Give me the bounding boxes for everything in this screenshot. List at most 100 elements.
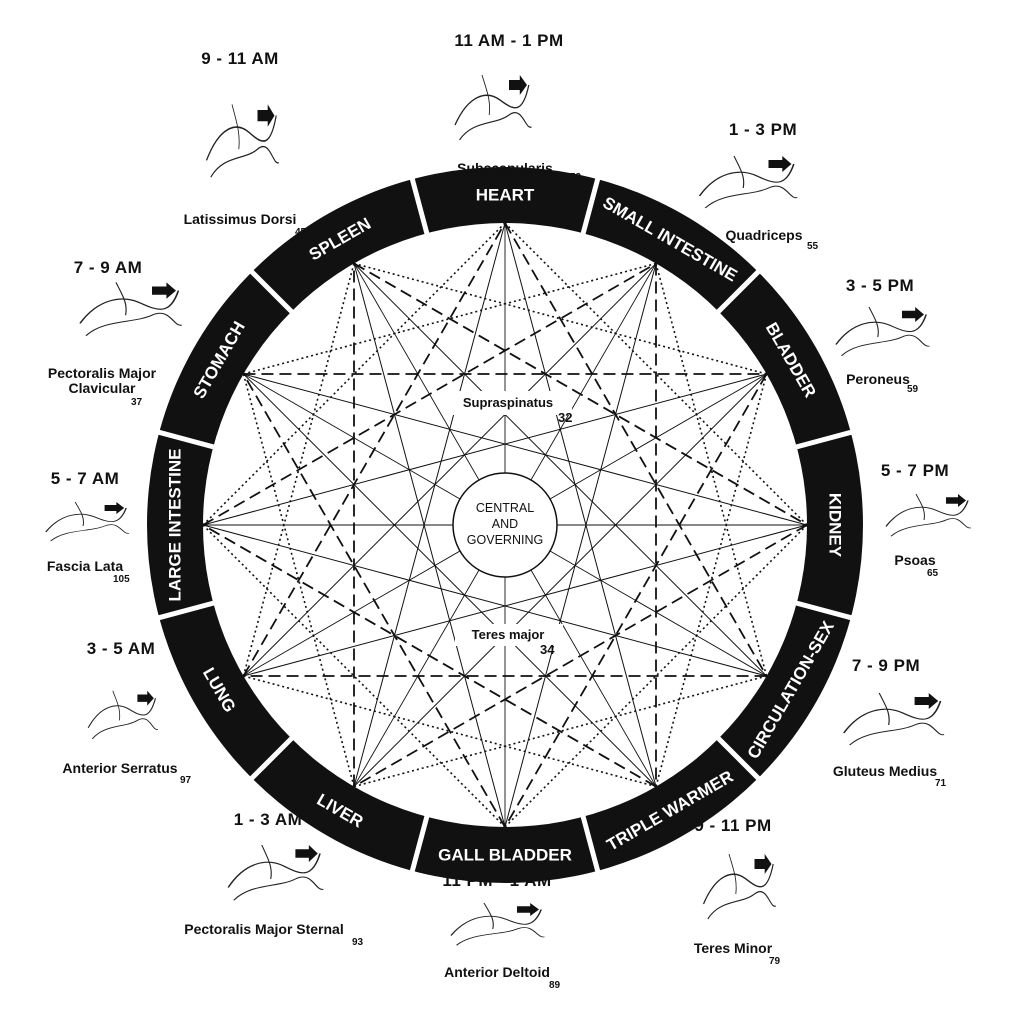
muscle-test-figure <box>36 490 134 550</box>
segment-gall-bladder: GALL BLADDER <box>438 846 572 865</box>
time-range-label: 7 - 9 AM <box>73 258 143 277</box>
dotted-line <box>243 675 657 788</box>
muscle-test-figure <box>217 828 329 913</box>
inner-top-number: 32 <box>558 410 572 425</box>
time-range-label: 3 - 5 PM <box>845 276 915 295</box>
dotted-line <box>655 263 768 677</box>
muscle-test-figure <box>876 481 976 546</box>
muscle-number-label: 105 <box>113 574 130 585</box>
muscle-number-label: 37 <box>131 397 143 408</box>
solid-star-line <box>202 524 767 677</box>
muscle-name-label: Gluteus Medius <box>832 763 938 779</box>
muscle-test-figure <box>825 292 935 367</box>
dotted-line <box>655 373 768 787</box>
solid-star-line <box>353 373 767 787</box>
inner-top-muscle: Supraspinatus <box>463 395 553 410</box>
dotted-line <box>202 222 506 526</box>
segment-divider <box>715 735 762 782</box>
time-range-label: 9 - 11 PM <box>694 816 772 835</box>
segment-large-intestine: LARGE INTESTINE <box>166 448 185 601</box>
time-range-label: 1 - 3 AM <box>233 810 303 829</box>
muscle-number-label: 53 <box>570 172 582 183</box>
time-range-label: 9 - 11 AM <box>201 49 279 68</box>
solid-star-line <box>353 222 506 787</box>
dashed-line <box>353 262 808 526</box>
muscle-test-figure <box>446 55 536 155</box>
segment-divider <box>580 176 601 236</box>
solid-star-line <box>243 373 808 526</box>
muscle-name-label: Latissimus Dorsi <box>183 211 297 227</box>
segment-divider <box>715 268 762 315</box>
solid-star-line <box>504 263 657 828</box>
solid-star-line <box>243 373 657 787</box>
muscle-test-figure <box>832 677 950 757</box>
time-range-label: 3 - 5 AM <box>86 639 156 658</box>
dotted-line <box>353 675 767 788</box>
dashed-line <box>242 373 506 828</box>
solid-star-line <box>243 524 808 677</box>
time-range-label: 7 - 9 PM <box>851 656 921 675</box>
muscle-number-label: 89 <box>549 980 561 991</box>
muscle-test-figure <box>695 834 780 934</box>
muscle-test-figure <box>440 890 550 955</box>
inner-bottom-number: 34 <box>540 642 555 657</box>
center-label-line-3: GOVERNING <box>467 533 543 547</box>
dotted-line <box>242 373 355 787</box>
time-range-label: 5 - 7 AM <box>50 469 120 488</box>
muscle-test-figure <box>198 82 283 194</box>
muscle-name-label: Fascia Lata <box>46 558 124 574</box>
muscle-test-figure <box>688 140 803 220</box>
dotted-line <box>242 263 355 677</box>
muscle-number-label: 55 <box>807 241 819 252</box>
center-label-line-2: AND <box>492 517 518 531</box>
solid-star-line <box>504 222 657 787</box>
central-circle <box>452 472 558 578</box>
solid-star-line <box>243 263 657 677</box>
muscle-test-figure <box>80 676 162 750</box>
dotted-line <box>353 262 767 375</box>
segment-divider <box>156 429 216 450</box>
time-range-label: 1 - 3 PM <box>728 120 798 139</box>
muscle-number-label: 71 <box>935 778 947 789</box>
muscle-name-label: Peroneus <box>846 371 910 387</box>
muscle-name-label: Subscapularis <box>457 160 553 176</box>
muscle-name-label: Quadriceps <box>725 227 803 243</box>
muscle-name-label: Teres Minor <box>693 940 773 956</box>
muscle-number-label: 45 <box>295 227 307 238</box>
segment-divider <box>156 600 216 621</box>
muscle-number-label: 97 <box>180 775 192 786</box>
muscle-number-label: 79 <box>769 956 781 967</box>
dashed-line <box>242 222 506 677</box>
segment-kidney: KIDNEY <box>826 493 845 558</box>
muscle-name-label: Psoas <box>894 552 936 568</box>
dotted-line <box>202 524 506 828</box>
time-range-label: 11 AM - 1 PM <box>454 31 564 50</box>
time-range-label: 5 - 7 PM <box>880 461 950 480</box>
dotted-line <box>504 222 808 526</box>
muscle-name-label: Pectoralis Major Clavicular <box>47 365 157 396</box>
solid-star-line <box>353 263 506 828</box>
center-label-line-1: CENTRAL <box>476 501 534 515</box>
muscle-number-label: 59 <box>907 384 919 395</box>
segment-divider <box>794 600 854 621</box>
muscle-test-figure <box>68 266 188 348</box>
segment-heart: HEART <box>476 186 535 205</box>
solid-star-line <box>202 373 767 526</box>
segment-divider <box>409 814 430 874</box>
solid-star-line <box>353 263 767 677</box>
muscle-name-label: Pectoralis Major Sternal <box>184 921 344 937</box>
segment-divider <box>794 429 854 450</box>
time-range-label: 11 PM - 1 AM <box>442 871 552 890</box>
muscle-number-label: 65 <box>927 568 939 579</box>
muscle-name-label: Anterior Serratus <box>62 760 178 776</box>
dashed-line <box>202 524 657 788</box>
muscle-number-label: 93 <box>352 937 364 948</box>
segment-divider <box>580 814 601 874</box>
dotted-line <box>243 262 657 375</box>
muscle-name-label: Anterior Deltoid <box>444 964 550 980</box>
inner-bottom-muscle: Teres major <box>472 627 545 642</box>
segment-divider <box>409 176 430 236</box>
segment-divider <box>248 735 295 782</box>
segment-divider <box>248 268 295 315</box>
